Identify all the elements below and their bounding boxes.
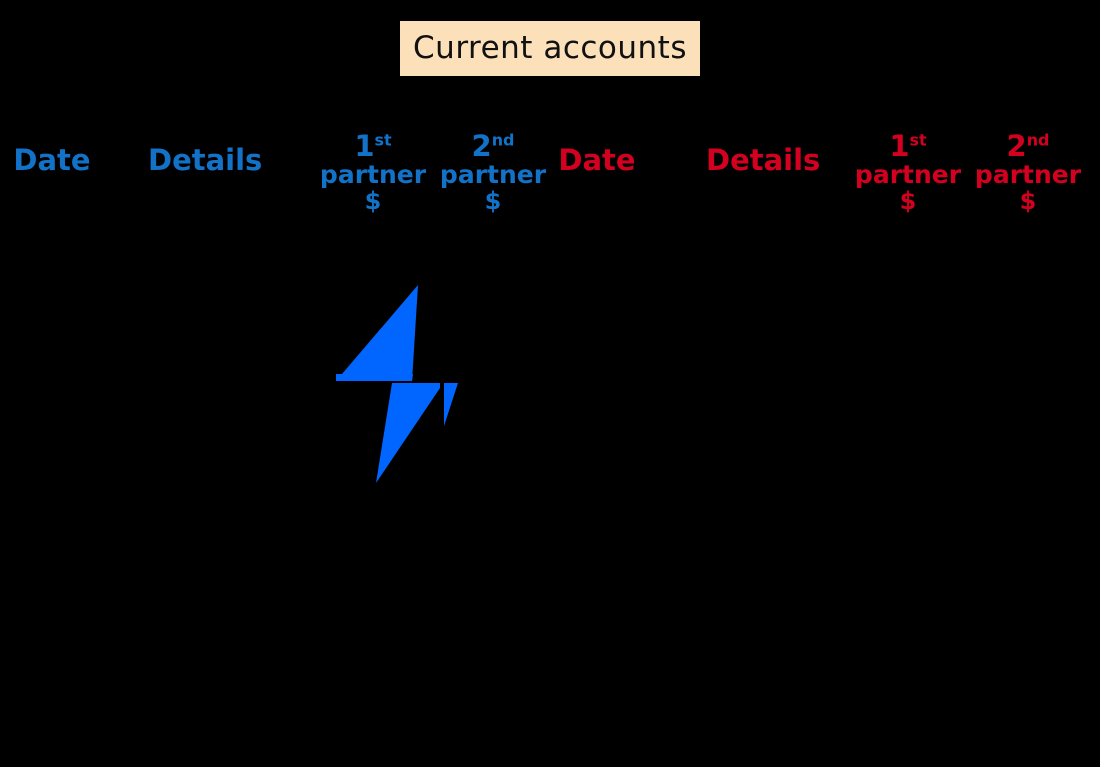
left-column-header-details: Details bbox=[148, 143, 263, 177]
bolt-upper-base bbox=[336, 374, 413, 381]
right-column-header-first-partner: 1st partner $ bbox=[853, 132, 963, 216]
page-title-box: Current accounts bbox=[400, 21, 700, 76]
ordinal-number: 2 bbox=[1006, 129, 1027, 163]
left-column-header-date: Date bbox=[13, 143, 91, 177]
partner-label: partner bbox=[854, 160, 962, 189]
ordinal-first: 1st bbox=[853, 132, 963, 161]
currency-symbol: $ bbox=[364, 187, 382, 215]
ordinal-suffix: st bbox=[374, 130, 392, 150]
bolt-upper-wedge bbox=[336, 285, 418, 381]
ordinal-number: 1 bbox=[354, 129, 375, 163]
right-column-header-date: Date bbox=[558, 143, 636, 177]
lightning-bolt-icon bbox=[336, 285, 458, 483]
currency-symbol: $ bbox=[484, 187, 502, 215]
ordinal-number: 1 bbox=[889, 129, 910, 163]
page-title: Current accounts bbox=[413, 30, 687, 66]
right-column-header-second-partner: 2nd partner $ bbox=[973, 132, 1083, 216]
partner-label: partner bbox=[439, 160, 547, 189]
partner-label: partner bbox=[319, 160, 427, 189]
bolt-right-triangle bbox=[444, 383, 458, 426]
currency-symbol: $ bbox=[1019, 187, 1037, 215]
left-column-header-first-partner: 1st partner $ bbox=[318, 132, 428, 216]
ordinal-first: 1st bbox=[318, 132, 428, 161]
partner-label: partner bbox=[974, 160, 1082, 189]
currency-symbol: $ bbox=[899, 187, 917, 215]
ordinal-second: 2nd bbox=[438, 132, 548, 161]
ordinal-number: 2 bbox=[471, 129, 492, 163]
ordinal-suffix: st bbox=[909, 130, 927, 150]
ordinal-suffix: nd bbox=[1026, 130, 1050, 150]
right-column-header-details: Details bbox=[706, 143, 821, 177]
left-column-header-second-partner: 2nd partner $ bbox=[438, 132, 548, 216]
ordinal-second: 2nd bbox=[973, 132, 1083, 161]
ordinal-suffix: nd bbox=[491, 130, 515, 150]
bolt-lower-wedge bbox=[376, 383, 440, 483]
